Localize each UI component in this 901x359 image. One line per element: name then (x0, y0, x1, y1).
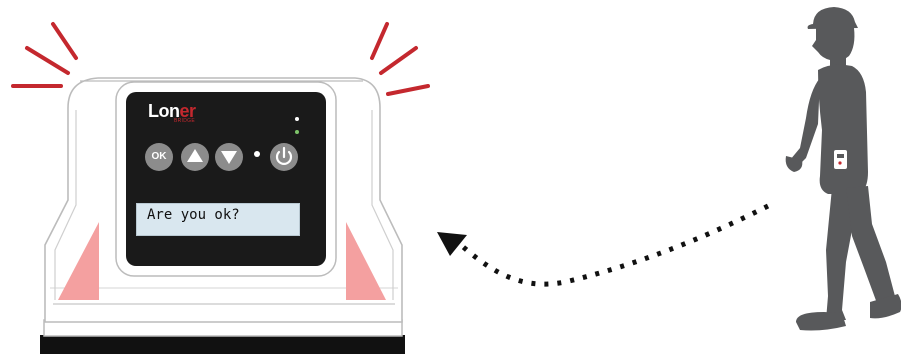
status-led-green (295, 130, 299, 134)
worn-device (834, 150, 847, 169)
alarm-flash-left (13, 24, 76, 86)
ok-button-label: OK (146, 146, 172, 168)
indicator-dot (254, 151, 260, 157)
signal-arrow (437, 206, 768, 284)
arrow-head-icon (437, 232, 467, 256)
alarm-flash-right (372, 24, 428, 94)
brand-logo: Loner BRIDGE (148, 102, 208, 130)
device-screen: Are you ok? (136, 203, 300, 236)
status-led-white (295, 117, 299, 121)
